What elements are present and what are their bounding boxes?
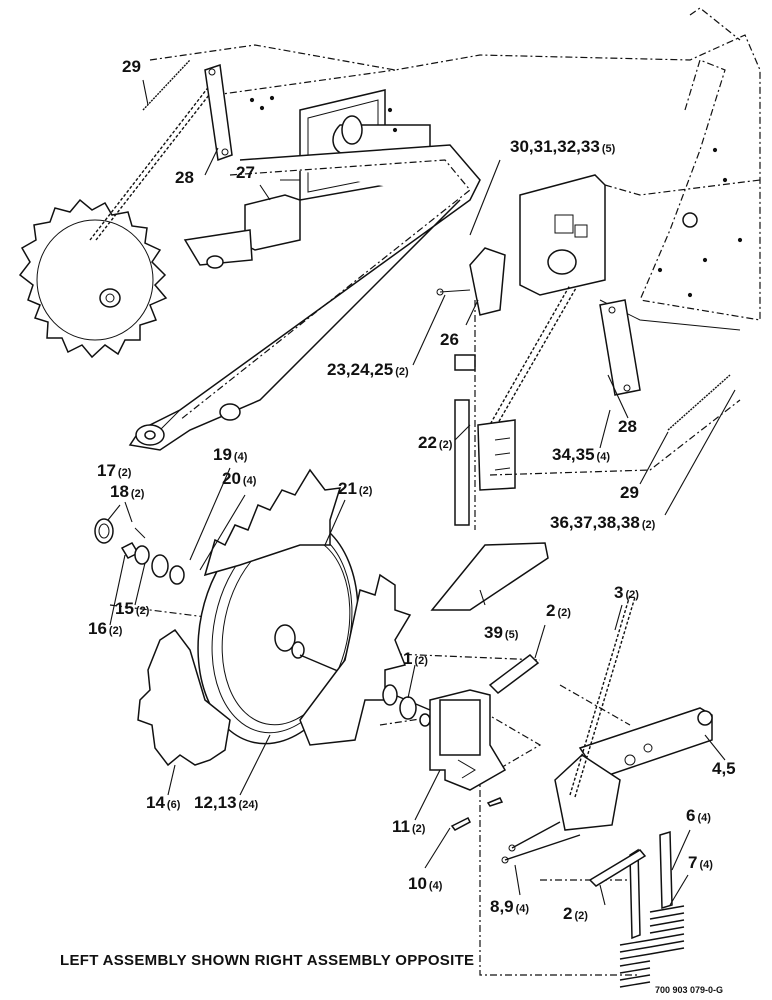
drive-chain <box>89 84 577 431</box>
shield-plate <box>430 542 549 611</box>
spring-upper-left <box>142 59 191 111</box>
callout-29b: 29 <box>620 483 639 502</box>
callout-34-35: 34,35(4) <box>552 445 610 464</box>
callout-16: 16(2) <box>88 619 123 638</box>
tensioner-rod <box>454 300 516 530</box>
spring-links <box>588 831 673 940</box>
callout-labels: 29 28 27 30,31,32,33(5) 26 23,24,25(2) 2… <box>88 57 736 923</box>
chain-bracket <box>436 247 506 316</box>
callout-28a: 28 <box>175 168 194 187</box>
callout-18: 18(2) <box>110 482 145 501</box>
scraper-segment-top <box>203 468 342 577</box>
callout-8-9: 8,9(4) <box>490 897 529 916</box>
callout-6: 6(4) <box>686 806 711 825</box>
frame-assembly <box>128 7 761 451</box>
callout-4-5: 4,5 <box>712 759 736 778</box>
diagram-caption: LEFT ASSEMBLY SHOWN RIGHT ASSEMBLY OPPOS… <box>60 952 474 969</box>
tension-arm-upper <box>204 64 233 162</box>
callout-17: 17(2) <box>97 461 132 480</box>
pivot-pin-upper <box>488 654 540 694</box>
tension-arm-right <box>599 299 641 396</box>
scraper-segment-right <box>299 573 412 746</box>
callout-39: 39(5) <box>484 623 519 642</box>
callout-10: 10(4) <box>408 874 443 893</box>
callout-3: 3(2) <box>614 583 639 602</box>
scraper-segment-left <box>137 628 231 767</box>
spring-right <box>667 374 731 431</box>
callout-1: 1(2) <box>403 649 428 668</box>
callout-19: 19(4) <box>213 445 248 464</box>
callout-20: 20(4) <box>222 469 257 488</box>
pivot-arm <box>554 707 713 831</box>
callout-29a: 29 <box>122 57 141 76</box>
callout-7: 7(4) <box>688 853 713 872</box>
callout-15: 15(2) <box>115 599 150 618</box>
callout-26: 26 <box>440 330 459 349</box>
callout-28b: 28 <box>618 417 637 436</box>
callout-2a: 2(2) <box>546 601 571 620</box>
callout-14: 14(6) <box>146 793 181 812</box>
callout-2b: 2(2) <box>563 904 588 923</box>
bolts <box>501 821 581 864</box>
leader-lines <box>107 79 736 906</box>
mount-bracket <box>429 689 507 791</box>
idler-bracket <box>183 179 301 269</box>
figure-id: 700 903 079-0-G <box>655 985 723 995</box>
callout-12-13: 12,13(24) <box>194 793 258 812</box>
upper-sprocket <box>18 198 168 359</box>
callout-36-38: 36,37,38,38(2) <box>550 513 656 532</box>
callout-22: 22(2) <box>418 433 453 452</box>
pin-small <box>450 797 504 831</box>
callout-27: 27 <box>236 163 255 182</box>
bearing <box>382 684 431 727</box>
hub-hardware <box>94 518 185 585</box>
callout-30-33: 30,31,32,33(5) <box>510 137 616 156</box>
callout-11: 11(2) <box>392 817 426 836</box>
callout-23-25: 23,24,25(2) <box>327 360 409 379</box>
callout-21: 21(2) <box>338 479 373 498</box>
compression-springs <box>619 905 685 988</box>
